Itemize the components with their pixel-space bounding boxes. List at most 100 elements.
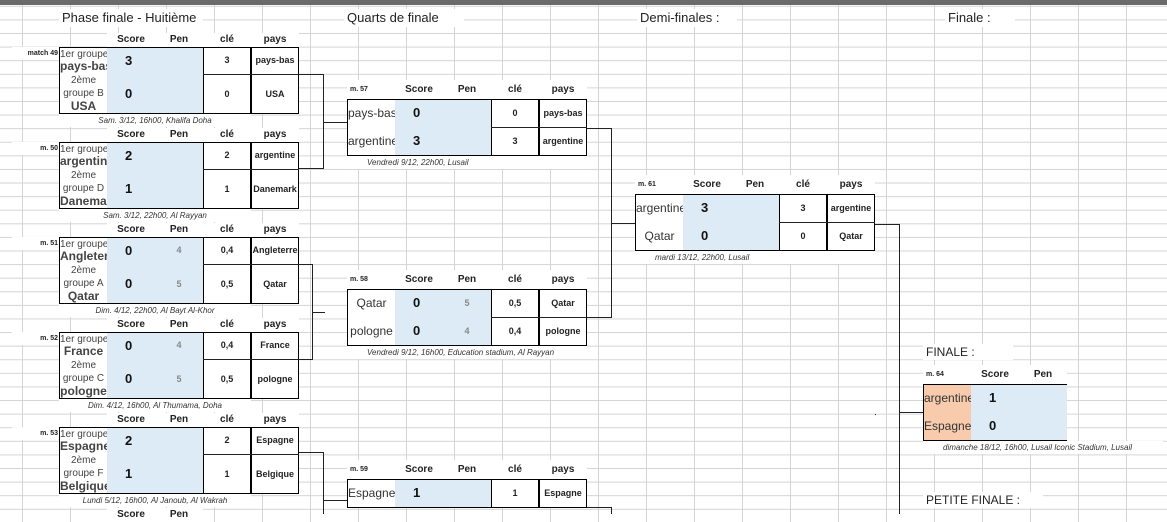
penalty-score	[1019, 384, 1067, 412]
bracket-connector-line	[323, 74, 324, 169]
group-position-label: groupe C	[60, 372, 107, 385]
penalty-score	[443, 479, 491, 507]
penalty-score: 4	[464, 326, 470, 336]
bracket-connector-line	[323, 452, 324, 514]
country-name: Qatar	[839, 231, 863, 241]
penalty-score: 5	[464, 298, 470, 308]
group-position-label: 2ème	[60, 264, 107, 277]
country-name: argentine	[254, 150, 296, 160]
tiebreak-key: 0,4	[220, 340, 234, 350]
pen-column-header: Pen	[443, 80, 491, 99]
group-position-label: groupe D	[60, 182, 107, 195]
team-score: 3	[701, 200, 709, 215]
country-name: Qatar	[551, 298, 575, 308]
penalty-score	[731, 222, 779, 250]
group-position-label: 1er groupe C	[60, 143, 107, 155]
team-score: 1	[125, 181, 133, 196]
team-name: Qatar	[60, 290, 107, 303]
team-name: pologne	[60, 385, 107, 398]
team-score: 0	[125, 243, 133, 258]
penalty-score	[1019, 412, 1067, 440]
group-position-label: 2ème	[60, 169, 107, 182]
semi-finals-heading: Demi-finales :	[637, 9, 737, 27]
match-number-label: m. 58	[347, 270, 395, 289]
penalty-score	[155, 74, 203, 114]
match-number-label: m. 59	[347, 460, 395, 479]
match-date-venue: Vendredi 9/12, 22h00, Lusail	[347, 156, 587, 169]
pen-column-header: Pen	[731, 175, 779, 194]
team-score: 1	[125, 466, 133, 481]
key-column-header: clé	[203, 33, 251, 47]
team-name: argentine	[924, 391, 971, 405]
round-of-16-heading: Phase finale - Huitième	[59, 9, 203, 27]
team-score: 2	[125, 148, 133, 163]
team-name: argentine	[636, 201, 683, 215]
country-name: Danemark	[253, 184, 297, 194]
match-date-venue: Sam. 3/12, 16h00, Khalifa Doha	[59, 114, 251, 127]
score-column-header: Score	[107, 128, 155, 142]
group-position-label: 1er groupe A	[60, 48, 107, 60]
tiebreak-key: 0,5	[220, 374, 234, 384]
bracket-connector-line	[299, 168, 323, 169]
country-column-header: pays	[251, 413, 299, 427]
team-score: 0	[125, 371, 133, 386]
match-date-venue: Lundi 5/12, 16h00, Al Janoub, Al Wakrah	[59, 494, 251, 507]
team-score: 0	[413, 105, 421, 120]
penalty-score	[155, 47, 203, 74]
tiebreak-key: 3	[800, 203, 806, 213]
team-name: Qatar	[356, 296, 387, 310]
row-divider	[203, 74, 299, 75]
bracket-connector-line	[299, 452, 323, 453]
country-cell	[251, 332, 299, 399]
team-name: argentine	[348, 134, 395, 148]
score-area	[107, 333, 203, 398]
group-position-label: groupe F	[60, 467, 107, 480]
bracket-connector-line	[299, 74, 323, 75]
bracket-connector-line	[299, 359, 312, 360]
country-column-header: pays	[539, 460, 587, 479]
country-name: USA	[265, 89, 285, 99]
team-score: 0	[413, 323, 421, 338]
tiebreak-key: 1	[224, 184, 230, 194]
match-number-label: m. 50	[12, 142, 59, 155]
country-name: Qatar	[263, 279, 287, 289]
team-score: 0	[701, 228, 709, 243]
tiebreak-key: 0,5	[220, 279, 234, 289]
key-column-header: clé	[203, 128, 251, 142]
row-divider	[203, 264, 299, 265]
group-position-label: 2ème	[60, 74, 107, 87]
penalty-score	[155, 427, 203, 454]
penalty-score: 5	[176, 279, 182, 289]
penalty-score	[155, 142, 203, 169]
bracket-connector-line	[299, 264, 312, 265]
team-cell	[348, 100, 395, 155]
key-column-header: clé	[491, 80, 539, 99]
match-number-label: m. 61	[635, 175, 683, 194]
match-number-label: match 49	[12, 47, 59, 60]
match-number-label: m. 53	[12, 427, 59, 440]
team-score: 3	[413, 133, 421, 148]
final-label: FINALE :	[923, 344, 1013, 360]
group-position-label: 2ème	[60, 454, 107, 467]
team-cell	[636, 195, 683, 250]
team-score: 0	[989, 418, 997, 433]
key-column-header: clé	[491, 270, 539, 289]
bracket-connector-line	[875, 414, 876, 415]
match-date-venue: mardi 13/12, 22h00, Lusail	[635, 251, 875, 264]
key-column-header: clé	[491, 460, 539, 479]
score-column-header: Score	[395, 270, 443, 289]
match-date-venue: Vendredi 9/12, 16h00, Education stadium,…	[347, 346, 587, 359]
country-name: Espagne	[544, 488, 582, 498]
country-name: France	[260, 340, 290, 350]
team-cell	[348, 290, 395, 345]
bracket-connector-line	[899, 224, 900, 514]
score-column-header: Score	[395, 460, 443, 479]
team-name: USA	[60, 100, 107, 113]
country-column-header: pays	[827, 175, 875, 194]
country-column-header: pays	[251, 33, 299, 47]
penalty-score: 5	[176, 374, 182, 384]
key-column-header: clé	[203, 413, 251, 427]
penalty-score	[731, 194, 779, 222]
score-area	[683, 195, 779, 250]
team-name: Espagne	[348, 486, 395, 500]
